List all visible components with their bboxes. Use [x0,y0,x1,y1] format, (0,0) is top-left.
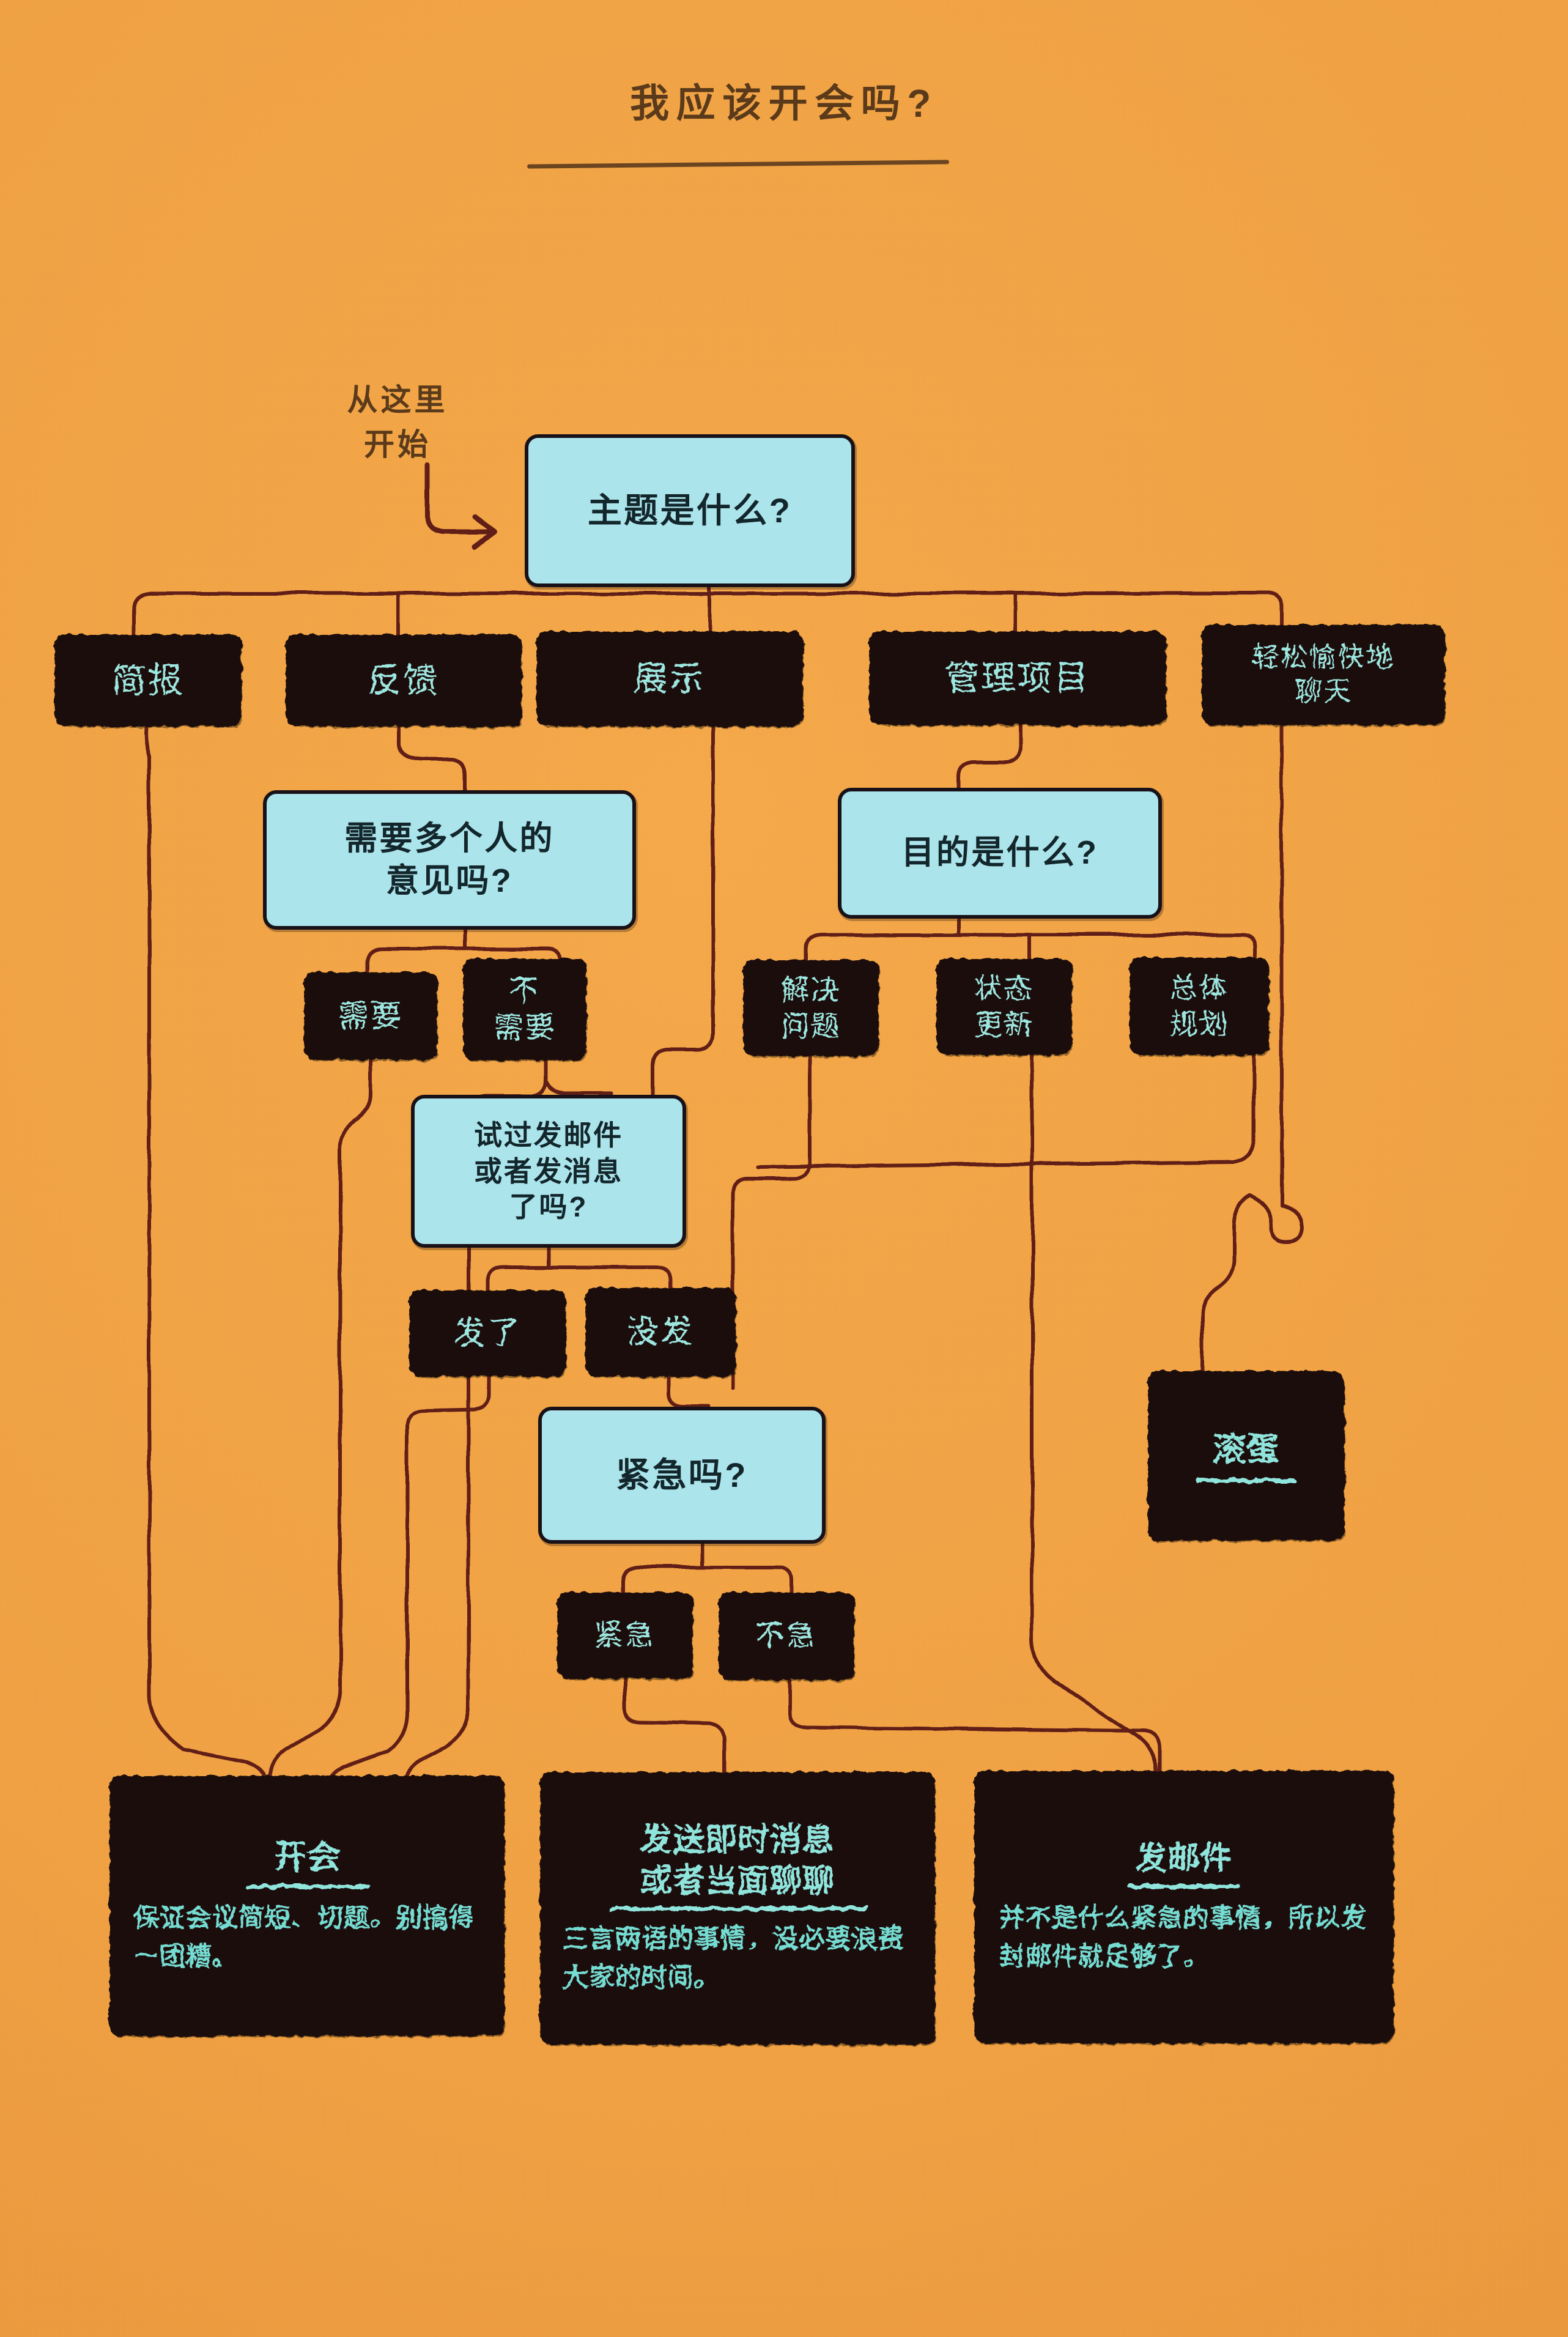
option-not-urgent-label: 不急 [755,1620,818,1653]
start-here-note: 从这里 开始 [347,383,448,462]
result-email-title: 发邮件 [1135,1841,1233,1877]
option-presentation-label: 展示 [633,659,706,698]
result-go-away[interactable]: 滚蛋 [1150,1372,1343,1539]
result-message[interactable]: 发送即时消息 或者当面聊聊 三言两语的事情，没必要浪费大家的时间。 [542,1774,933,2043]
result-meeting-underline [244,1884,370,1889]
result-email[interactable]: 发邮件 并不是什么紧急的事情，所以发封邮件就足够了。 [976,1772,1392,2042]
question-tried-email[interactable]: 试过发邮件 或者发消息 了吗? [411,1095,686,1248]
option-feedback-label: 反馈 [367,661,440,700]
option-casual-chat[interactable]: 轻松愉快地 聊天 [1204,626,1443,723]
option-presentation[interactable]: 展示 [538,633,801,725]
option-casual-chat-label: 轻松愉快地 聊天 [1252,642,1395,706]
result-meeting-title: 开会 [273,1838,341,1875]
option-briefing[interactable]: 简报 [56,636,240,725]
result-go-away-underline [1196,1478,1297,1483]
result-meeting-body: 保证会议简短、切题。别搞得一团糟。 [133,1903,475,1971]
option-overall-plan-label: 总体 规划 [1169,972,1229,1040]
question-tried-email-label: 试过发邮件 或者发消息 了吗? [474,1119,623,1223]
result-email-underline [1128,1884,1240,1889]
option-manage-project-label: 管理项目 [945,659,1090,698]
option-sent-label: 发了 [453,1315,522,1351]
option-overall-plan[interactable]: 总体 规划 [1131,959,1267,1053]
option-not-sent-label: 没发 [626,1314,695,1350]
question-multiple-opinions[interactable]: 需要多个人的 意见吗? [263,790,636,930]
option-need-label: 需要 [338,999,403,1033]
result-message-body: 三言两语的事情，没必要浪费大家的时间。 [563,1924,904,1992]
question-purpose-label: 目的是什么? [901,834,1099,872]
option-need[interactable]: 需要 [306,974,435,1058]
question-topic[interactable]: 主题是什么? [525,434,855,587]
question-purpose[interactable]: 目的是什么? [838,788,1162,919]
option-manage-project[interactable]: 管理项目 [871,633,1164,724]
result-message-title: 发送即时消息 或者当面聊聊 [640,1822,835,1899]
result-go-away-title: 滚蛋 [1213,1431,1280,1468]
result-email-body: 并不是什么紧急的事情，所以发封邮件就足够了。 [999,1903,1367,1971]
page-title: 我应该开会吗? [630,81,938,125]
option-urgent-label: 紧急 [594,1619,656,1652]
option-briefing-label: 简报 [111,661,185,700]
option-status-update-label: 状态 更新 [974,972,1034,1040]
option-urgent[interactable]: 紧急 [559,1594,691,1677]
option-solve-problem-label: 解决 问题 [781,974,841,1042]
question-topic-label: 主题是什么? [587,491,793,530]
option-not-sent[interactable]: 没发 [587,1289,734,1375]
question-urgent[interactable]: 紧急吗? [538,1407,826,1544]
option-not-need-label: 不 需要 [494,974,556,1044]
option-status-update[interactable]: 状态 更新 [938,960,1070,1053]
option-not-need[interactable]: 不 需要 [465,960,585,1058]
result-message-underline [608,1906,867,1911]
question-urgent-label: 紧急吗? [616,1456,748,1495]
option-sent[interactable]: 发了 [411,1292,564,1375]
option-not-urgent[interactable]: 不急 [720,1594,852,1678]
result-meeting[interactable]: 开会 保证会议简短、切题。别搞得一团糟。 [111,1777,503,2034]
option-feedback[interactable]: 反馈 [287,636,520,725]
question-multiple-opinions-label: 需要多个人的 意见吗? [344,820,555,899]
option-solve-problem[interactable]: 解决 问题 [745,961,877,1054]
